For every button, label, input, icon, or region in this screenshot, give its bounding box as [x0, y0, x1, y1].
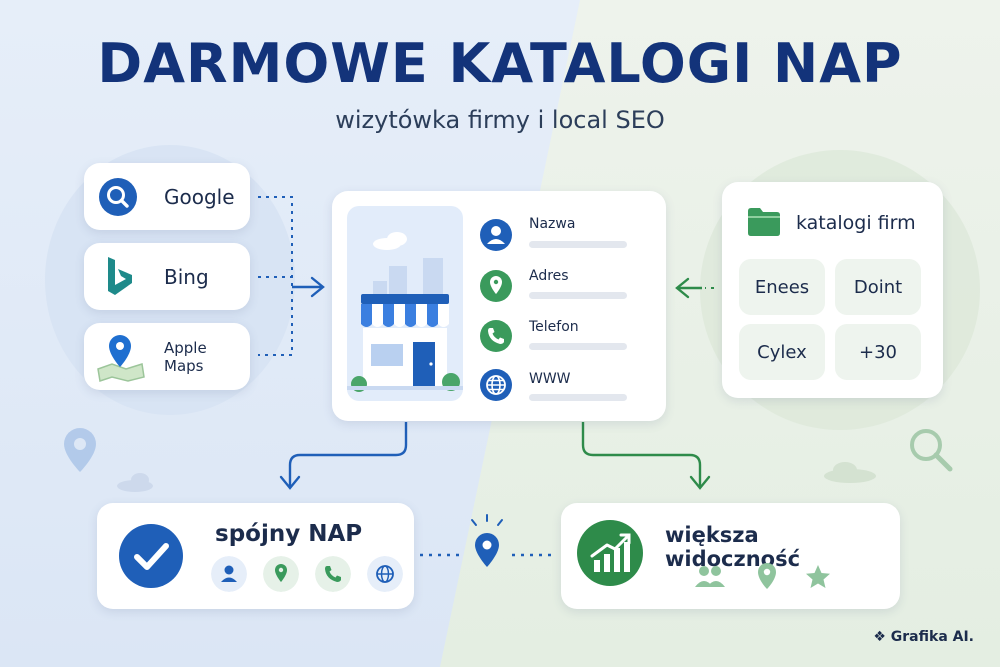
- bing-icon: [108, 257, 132, 295]
- field-bar-nazwa: [529, 241, 627, 248]
- directory-chip: +30: [835, 324, 921, 380]
- field-bar-adres: [529, 292, 627, 299]
- visibility-card: większa widoczność: [561, 503, 900, 609]
- center-pin-icon: [471, 514, 503, 567]
- field-label-nazwa: Nazwa: [529, 216, 576, 232]
- globe-icon: [480, 369, 512, 401]
- consistent-nap-card: spójny NAP: [97, 503, 414, 609]
- field-label-telefon: Telefon: [529, 319, 579, 335]
- phone-icon: [480, 320, 512, 352]
- directory-chip: Cylex: [739, 324, 825, 380]
- growth-chart-icon: [577, 520, 643, 586]
- decor-magnifier-icon: [910, 429, 953, 472]
- checkmark-icon: [119, 524, 183, 588]
- consistent-nap-label: spójny NAP: [215, 521, 363, 547]
- engine-label-google: Google: [164, 184, 235, 209]
- engine-card-apple-maps: Apple Maps: [84, 323, 250, 390]
- location-pin-icon: [263, 556, 299, 592]
- visibility-label: większa widoczność: [665, 523, 801, 571]
- apple-maps-icon: [97, 335, 145, 382]
- folder-icon: [748, 208, 780, 236]
- globe-icon: [367, 556, 403, 592]
- storefront-illustration: [347, 206, 463, 401]
- decor-cloud-right: [824, 462, 876, 483]
- decor-cloud-left: [117, 473, 153, 492]
- directory-chip: Doint: [835, 259, 921, 315]
- person-icon: [480, 219, 512, 251]
- star-icon: [806, 565, 830, 588]
- credit-text: ❖ Grafika AI.: [873, 629, 974, 645]
- google-search-icon: [99, 178, 137, 216]
- engine-label-apple-maps: Apple Maps: [164, 338, 207, 375]
- page-title: DARMOWE KATALOGI NAP: [97, 32, 903, 95]
- field-label-adres: Adres: [529, 268, 569, 284]
- field-bar-www: [529, 394, 627, 401]
- location-pin-icon: [758, 563, 776, 589]
- directories-title: katalogi firm: [796, 212, 916, 234]
- engine-card-bing: Bing: [84, 243, 250, 310]
- engine-label-bing: Bing: [164, 264, 209, 289]
- users-icon: [695, 566, 725, 587]
- field-label-www: WWW: [529, 371, 571, 387]
- field-bar-telefon: [529, 343, 627, 350]
- directories-card: katalogi firm Enees Doint Cylex +30: [722, 182, 943, 398]
- phone-icon: [315, 556, 351, 592]
- business-card: Nazwa Adres Telefon WWW: [332, 191, 666, 421]
- page-subtitle: wizytówka firmy i local SEO: [335, 106, 665, 134]
- engine-card-google: Google: [84, 163, 250, 230]
- person-icon: [211, 556, 247, 592]
- decor-pin-icon: [64, 428, 96, 472]
- directory-chip: Enees: [739, 259, 825, 315]
- location-pin-icon: [480, 270, 512, 302]
